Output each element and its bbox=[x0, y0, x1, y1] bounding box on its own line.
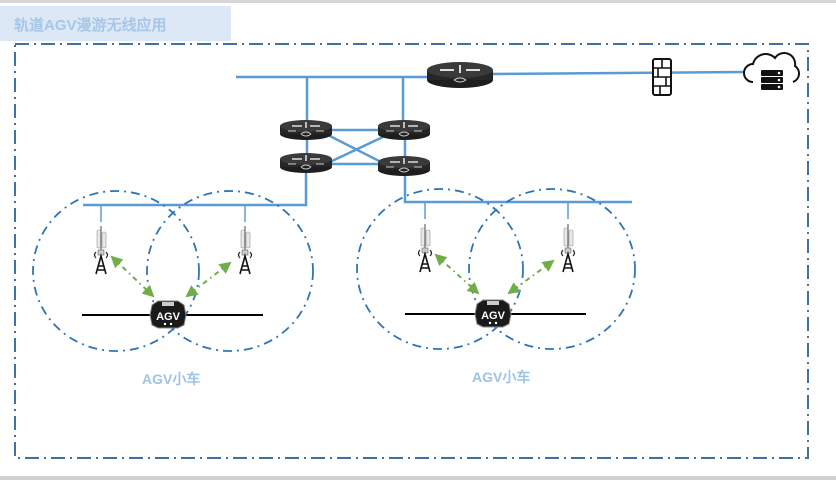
wireless-links bbox=[110, 253, 555, 298]
bottom-border bbox=[0, 476, 836, 480]
diagram-title: 轨道AGV漫游无线应用 bbox=[14, 17, 167, 34]
cell-label: AGV小车 bbox=[472, 369, 531, 385]
title-banner: 轨道AGV漫游无线应用 bbox=[0, 6, 231, 41]
agv-label: AGV bbox=[481, 310, 506, 322]
switch-icon bbox=[279, 119, 333, 141]
area-frame bbox=[14, 43, 809, 459]
core-router-icon bbox=[427, 62, 493, 88]
agv-vehicle: AGV bbox=[474, 299, 512, 328]
agv-vehicle: AGV bbox=[149, 300, 187, 329]
antenna-tower-icon bbox=[417, 223, 433, 273]
switch-icon bbox=[279, 152, 333, 174]
top-border bbox=[0, 0, 836, 3]
switch-icon bbox=[377, 155, 431, 177]
antenna-tower-icon bbox=[237, 225, 253, 275]
firewall-icon bbox=[652, 58, 672, 96]
cloud-server-icon bbox=[743, 52, 800, 90]
antenna-tower-icon bbox=[93, 225, 109, 275]
cell-label: AGV小车 bbox=[142, 371, 201, 387]
switch-icon bbox=[377, 119, 431, 141]
network-links bbox=[83, 70, 746, 222]
agv-label: AGV bbox=[156, 311, 181, 323]
antenna-tower-icon bbox=[560, 223, 576, 273]
coverage-circles bbox=[32, 188, 636, 352]
